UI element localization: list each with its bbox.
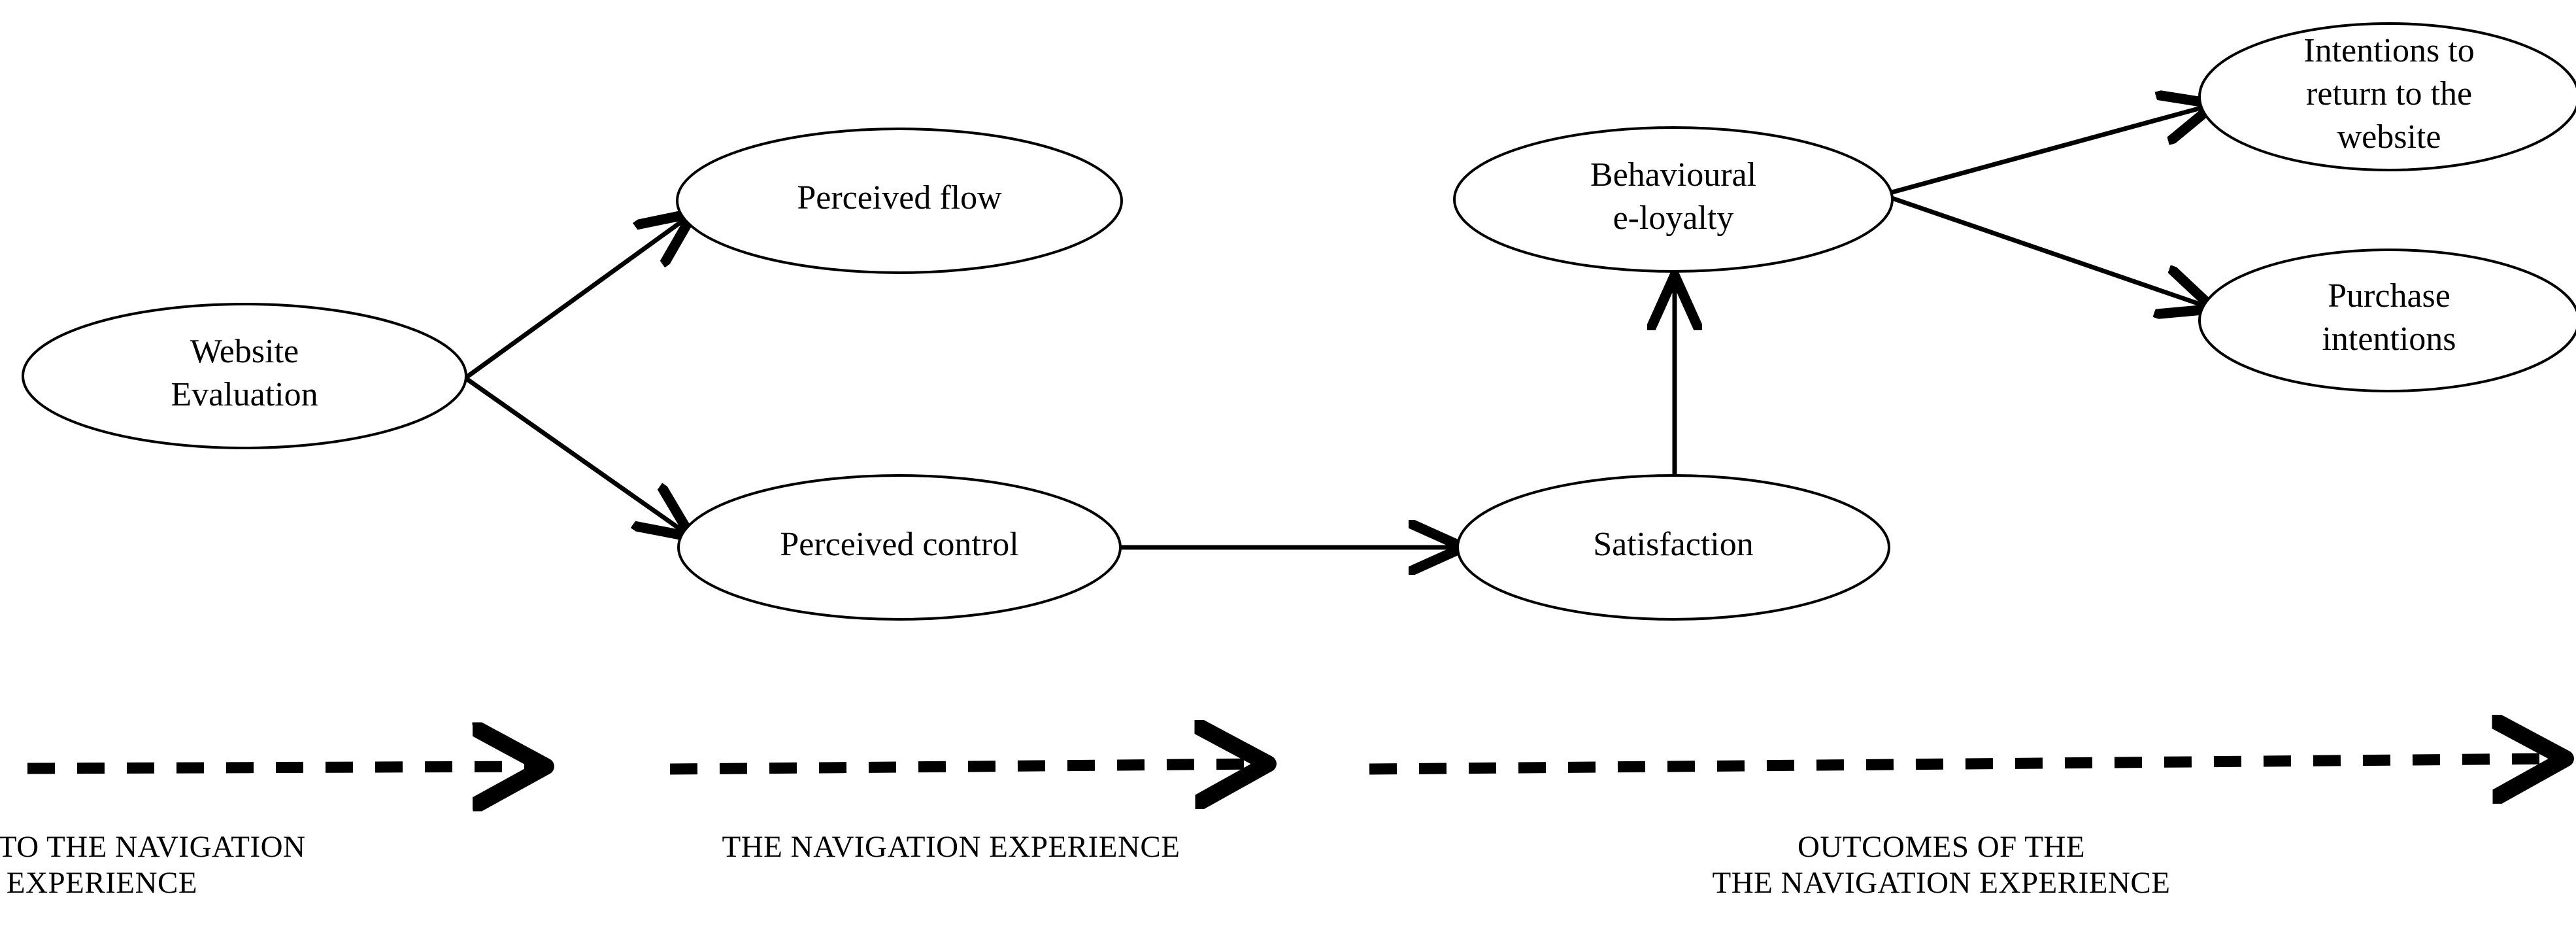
- node-label-line: Evaluation: [171, 376, 318, 413]
- node-label-line: Satisfaction: [1593, 526, 1754, 563]
- edge-line-we-to-flow: [463, 216, 690, 381]
- node-label-line: Behavioural: [1590, 156, 1756, 194]
- phase-dashed-arrow-icon: [1369, 759, 2559, 769]
- node-label-line: Perceived flow: [797, 179, 1002, 216]
- node-ellipse-perceived-flow: [676, 128, 1123, 274]
- edge-loyalty-to-return: [1880, 105, 2211, 198]
- node-ellipse-website-evaluation: [22, 303, 467, 449]
- node-satisfaction[interactable]: Satisfaction: [1456, 474, 1890, 621]
- node-label-line: Intentions to: [2303, 32, 2474, 69]
- node-purchase-intentions[interactable]: Purchase intentions: [2198, 249, 2576, 392]
- edge-line-we-to-control: [463, 375, 688, 534]
- phase-caption-line: THE NAVIGATION EXPERIENCE: [722, 830, 1180, 864]
- node-label-line: intentions: [2322, 320, 2456, 358]
- phase-caption-line: EXPERIENCE: [7, 866, 197, 900]
- node-ellipse-behavioural-e-loyalty: [1453, 126, 1894, 273]
- node-label-line: Perceived control: [780, 526, 1018, 563]
- node-label-line: e-loyalty: [1613, 199, 1734, 237]
- phase-caption-the-navigation-experience: THE NAVIGATION EXPERIENCE: [722, 830, 1180, 864]
- phase-dashed-arrow-icon: [27, 766, 539, 768]
- node-label-purchase-intentions: Purchase intentions: [2322, 277, 2456, 358]
- node-perceived-control[interactable]: Perceived control: [677, 474, 1122, 621]
- edge-loyalty-to-purch: [1880, 192, 2209, 307]
- edge-we-to-flow: [463, 216, 690, 381]
- edge-we-to-control: [463, 375, 688, 534]
- node-label-perceived-control: Perceived control: [780, 526, 1018, 563]
- phase-caption-line: PRIOR TO THE NAVIGATION: [0, 830, 305, 864]
- node-label-line: return to the: [2306, 75, 2472, 112]
- edges-layer: [463, 105, 2211, 547]
- phase-caption-line: OUTCOMES OF THE: [1798, 830, 2085, 864]
- node-label-line: website: [2337, 118, 2441, 156]
- node-ellipse-purchase-intentions: [2198, 249, 2576, 392]
- node-perceived-flow[interactable]: Perceived flow: [676, 128, 1123, 274]
- node-label-line: Website: [190, 333, 299, 370]
- phase-dashed-arrow-icon: [669, 764, 1262, 769]
- node-ellipse-intentions-to-return: [2198, 22, 2576, 171]
- node-intentions-to-return[interactable]: Intentions to return to the website: [2198, 22, 2576, 171]
- edge-line-loyalty-to-return: [1880, 105, 2211, 198]
- node-ellipse-perceived-control: [677, 474, 1122, 621]
- node-label-satisfaction: Satisfaction: [1593, 526, 1754, 563]
- node-ellipse-satisfaction: [1456, 474, 1890, 621]
- node-label-line: Purchase: [2328, 277, 2451, 315]
- node-behavioural-e-loyalty[interactable]: Behavioural e-loyalty: [1453, 126, 1894, 273]
- node-label-intentions-to-return: Intentions to return to the website: [2303, 32, 2474, 156]
- node-label-perceived-flow: Perceived flow: [797, 179, 1002, 216]
- edge-line-loyalty-to-purch: [1880, 192, 2209, 307]
- node-label-behavioural-e-loyalty: Behavioural e-loyalty: [1590, 156, 1756, 237]
- phase-caption-line: THE NAVIGATION EXPERIENCE: [1713, 866, 2171, 900]
- phase-the-navigation-experience: THE NAVIGATION EXPERIENCE: [669, 764, 1262, 864]
